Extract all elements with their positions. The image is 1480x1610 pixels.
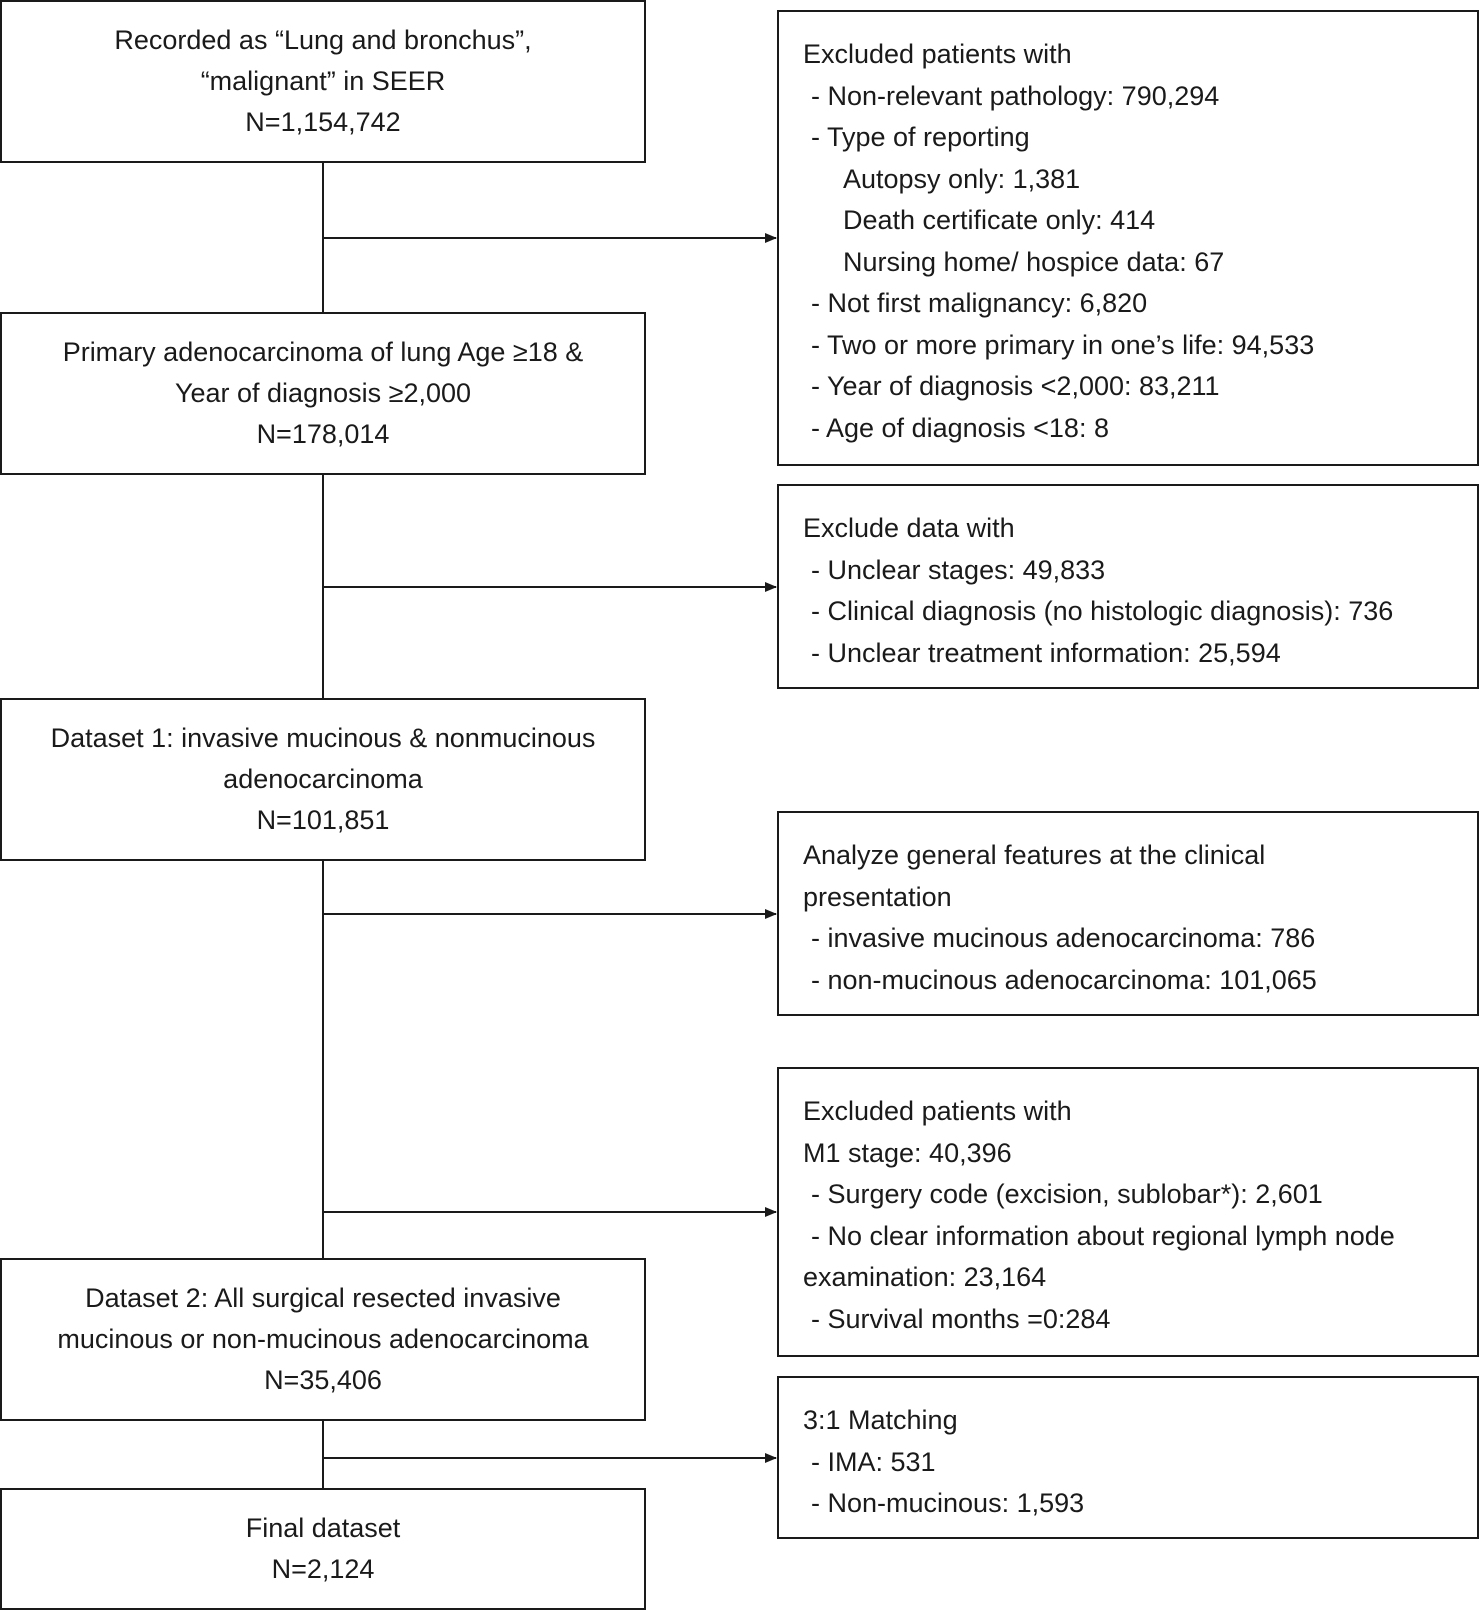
analysis-item: - non-mucinous adenocarcinoma: 101,065 xyxy=(811,964,1317,995)
box-line: mucinous or non-mucinous adenocarcinoma xyxy=(57,1324,589,1354)
analysis-heading: presentation xyxy=(803,881,952,912)
box-general-features: Analyze general features at the clinical… xyxy=(777,811,1479,1016)
matching-item: - IMA: 531 xyxy=(811,1446,936,1477)
box-matching: 3:1 Matching - IMA: 531 - Non-mucinous: … xyxy=(777,1376,1479,1539)
exclusion-subitem: Autopsy only: 1,381 xyxy=(843,163,1081,194)
box-line: “malignant” in SEER xyxy=(200,66,446,96)
exclusion-item: - Two or more primary in one’s life: 94,… xyxy=(811,329,1315,360)
exclusion-item: M1 stage: 40,396 xyxy=(803,1137,1012,1168)
box-line: adenocarcinoma xyxy=(223,764,423,794)
exclusion-item: - Type of reporting xyxy=(811,122,1030,152)
analysis-item: - invasive mucinous adenocarcinoma: 786 xyxy=(811,923,1316,953)
exclusion-heading: Excluded patients with xyxy=(803,39,1072,69)
box-dataset-1: Dataset 1: invasive mucinous & nonmucino… xyxy=(0,698,646,861)
box-seer-records: Recorded as “Lung and bronchus”, “malign… xyxy=(0,0,646,163)
exclusion-item: - Year of diagnosis <2,000: 83,211 xyxy=(811,371,1220,401)
exclusion-item: - Not first malignancy: 6,820 xyxy=(811,288,1148,318)
box-line: Recorded as “Lung and bronchus”, xyxy=(114,25,532,55)
box-line: Dataset 1: invasive mucinous & nonmucino… xyxy=(50,723,596,753)
exclusion-heading: Excluded patients with xyxy=(803,1096,1072,1126)
box-line: Dataset 2: All surgical resected invasiv… xyxy=(85,1283,561,1313)
box-count: N=178,014 xyxy=(256,419,390,449)
box-final-dataset: Final dataset N=2,124 xyxy=(0,1488,646,1610)
box-line: Final dataset xyxy=(245,1513,401,1543)
exclusion-subitem: Nursing home/ hospice data: 67 xyxy=(843,246,1225,277)
exclusion-item: - Clinical diagnosis (no histologic diag… xyxy=(811,596,1394,626)
exclusion-item: - Survival months =0:284 xyxy=(811,1303,1111,1334)
box-count: N=2,124 xyxy=(271,1554,375,1584)
exclusion-item: - Non-relevant pathology: 790,294 xyxy=(811,80,1220,111)
exclusion-item: - No clear information about regional ly… xyxy=(811,1220,1395,1251)
box-line: Year of diagnosis ≥2,000 xyxy=(174,378,472,408)
exclusion-heading: Exclude data with xyxy=(803,513,1015,543)
exclusion-item: - Unclear treatment information: 25,594 xyxy=(811,637,1281,668)
box-dataset-2: Dataset 2: All surgical resected invasiv… xyxy=(0,1258,646,1421)
box-exclusion-1: Excluded patients with - Non-relevant pa… xyxy=(777,10,1479,466)
box-count: N=35,406 xyxy=(264,1365,382,1395)
box-exclusion-3: Excluded patients with M1 stage: 40,396 … xyxy=(777,1067,1479,1357)
exclusion-item: - Surgery code (excision, sublobar*): 2,… xyxy=(811,1179,1323,1209)
box-exclusion-2: Exclude data with - Unclear stages: 49,8… xyxy=(777,484,1479,689)
box-count: N=1,154,742 xyxy=(245,107,401,137)
box-count: N=101,851 xyxy=(256,805,390,835)
box-primary-adenocarcinoma: Primary adenocarcinoma of lung Age ≥18 &… xyxy=(0,312,646,475)
exclusion-item: - Age of diagnosis <18: 8 xyxy=(811,412,1109,443)
exclusion-item: - Unclear stages: 49,833 xyxy=(811,554,1106,585)
matching-heading: 3:1 Matching xyxy=(803,1405,958,1435)
analysis-heading: Analyze general features at the clinical xyxy=(803,840,1266,870)
exclusion-subitem: Death certificate only: 414 xyxy=(843,205,1156,235)
exclusion-item: examination: 23,164 xyxy=(803,1262,1047,1292)
matching-item: - Non-mucinous: 1,593 xyxy=(811,1488,1085,1518)
box-line: Primary adenocarcinoma of lung Age ≥18 & xyxy=(62,337,584,367)
